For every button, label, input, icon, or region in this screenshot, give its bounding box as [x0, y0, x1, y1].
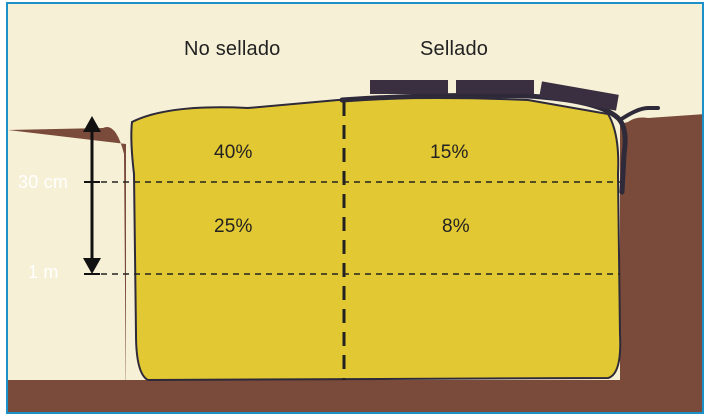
weight-3	[539, 81, 619, 111]
depth-label-30cm: 30 cm	[18, 172, 69, 192]
depth-arrow-down	[83, 258, 101, 274]
weight-1	[370, 80, 448, 94]
diagram-frame: No sellado Sellado 30 cm 1 m 40% 15% 25%…	[6, 2, 704, 414]
column-title-unsealed: No sellado	[184, 38, 281, 60]
value-sealed-bottom: 8%	[442, 216, 470, 237]
depth-label-1m: 1 m	[28, 262, 59, 282]
value-unsealed-top: 40%	[214, 142, 253, 163]
cover-edge	[618, 106, 660, 122]
soil-bottom	[8, 380, 702, 412]
depth-arrow-up	[83, 116, 101, 132]
value-sealed-top: 15%	[430, 142, 469, 163]
value-unsealed-bottom: 25%	[214, 216, 253, 237]
silo-cross-section	[8, 80, 702, 412]
weight-2	[456, 80, 534, 94]
column-title-sealed: Sellado	[420, 38, 489, 60]
silage-mass	[130, 97, 622, 382]
